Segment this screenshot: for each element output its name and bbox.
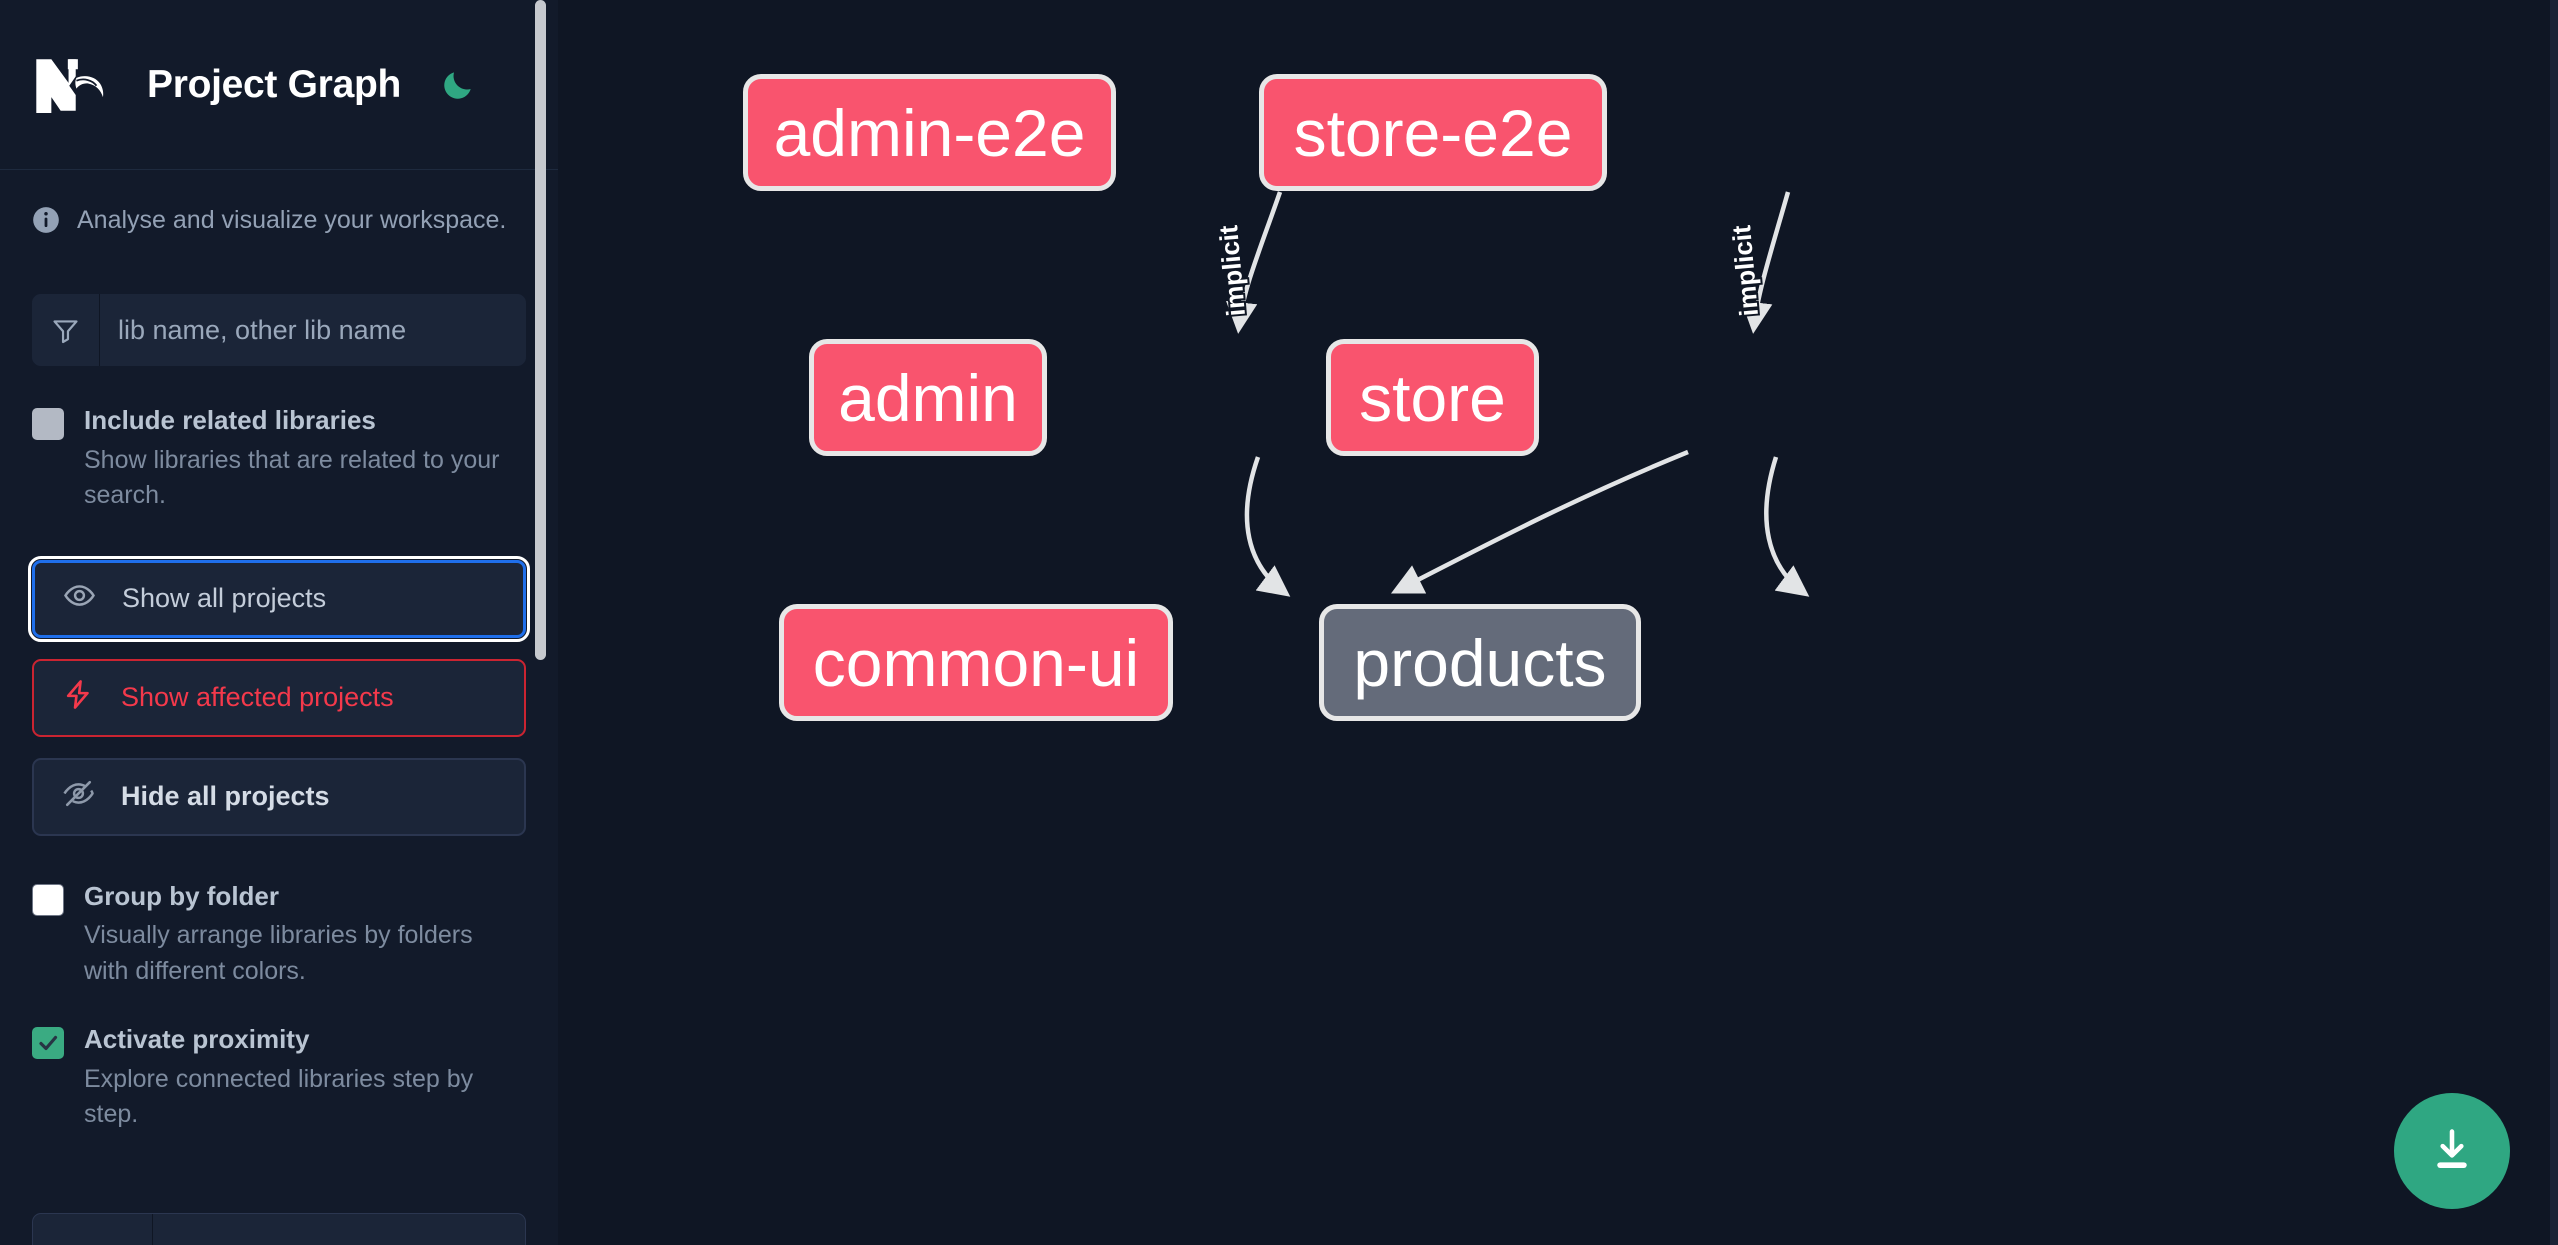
graph-node-store-e2e[interactable]: store-e2e — [1259, 74, 1607, 191]
page-title: Project Graph — [147, 62, 401, 106]
edge-label-implicit-admin: implicit — [1213, 224, 1251, 318]
checkbox-include-related-libraries[interactable]: Include related libraries Show libraries… — [0, 404, 558, 514]
edge-store-to-products — [1764, 456, 1810, 597]
show-all-projects-label: Show all projects — [122, 583, 327, 613]
download-icon — [2426, 1124, 2478, 1179]
workspace-note-text: Analyse and visualize your workspace. — [77, 206, 507, 234]
checkbox-group-by-folder[interactable]: Group by folder Visually arrange librari… — [0, 880, 558, 990]
checkbox-group-by-folder-box[interactable] — [32, 883, 64, 916]
edge-admin-e2e-to-admin — [1225, 191, 1283, 334]
eye-off-icon — [62, 777, 95, 817]
edge-admin-to-common-ui — [1244, 456, 1291, 597]
show-affected-projects-button[interactable]: Show affected projects — [32, 658, 526, 737]
checkbox-include-related-libraries-label: Include related libraries — [84, 405, 376, 435]
edge-label-implicit-store: implicit — [1726, 224, 1764, 318]
info-icon — [32, 206, 60, 239]
checkbox-activate-proximity-label: Activate proximity — [84, 1024, 310, 1054]
projects-button-group: Show all projects Show affected projects — [0, 555, 558, 836]
graph-node-admin-e2e[interactable]: admin-e2e — [743, 74, 1116, 191]
checkbox-activate-proximity-box[interactable] — [32, 1027, 64, 1059]
proximity-stepper-decrease[interactable] — [33, 1214, 153, 1245]
show-all-projects-button[interactable]: Show all projects — [28, 555, 530, 642]
graph-edges: implicit implicit — [1211, 191, 1810, 597]
checkbox-group-by-folder-label: Group by folder — [84, 880, 279, 911]
graph-node-products[interactable]: products — [1319, 604, 1641, 721]
checkbox-include-related-libraries-box[interactable] — [32, 408, 64, 440]
sidebar-scrollbar[interactable] — [535, 0, 546, 660]
graph-canvas[interactable]: implicit implicit admin-e2e store-e2e ad… — [558, 0, 2558, 1245]
search-row — [32, 294, 526, 366]
sidebar: Project Graph Analyse and visualize your… — [0, 0, 558, 1245]
graph-scrollbar[interactable] — [2550, 0, 2558, 1245]
eye-icon — [63, 579, 96, 619]
download-graph-button[interactable] — [2394, 1093, 2510, 1209]
graph-node-admin[interactable]: admin — [809, 339, 1047, 456]
edge-store-to-common-ui — [1390, 449, 1689, 594]
checkbox-activate-proximity-description: Explore connected libraries step by step… — [84, 1064, 474, 1129]
hide-all-projects-label: Hide all projects — [121, 781, 330, 811]
show-affected-projects-label: Show affected projects — [121, 682, 394, 712]
moon-icon[interactable] — [435, 62, 481, 108]
proximity-stepper-control[interactable] — [32, 1213, 526, 1245]
graph-node-common-ui[interactable]: common-ui — [779, 604, 1173, 721]
workspace-note: Analyse and visualize your workspace. — [0, 170, 558, 239]
checkbox-include-related-libraries-description: Show libraries that are related to your … — [84, 445, 500, 510]
checkbox-group-by-folder-description: Visually arrange libraries by folders wi… — [84, 921, 473, 985]
checkbox-activate-proximity[interactable]: Activate proximity Explore connected lib… — [0, 1023, 558, 1133]
lightning-icon — [62, 678, 95, 718]
filter-icon[interactable] — [32, 294, 100, 366]
hide-all-projects-button[interactable]: Hide all projects — [32, 757, 526, 836]
nx-logo-icon — [32, 53, 118, 117]
edge-store-e2e-to-store — [1741, 191, 1791, 334]
graph-node-store[interactable]: store — [1326, 339, 1539, 456]
search-input[interactable] — [100, 294, 526, 366]
sidebar-header: Project Graph — [0, 0, 558, 170]
